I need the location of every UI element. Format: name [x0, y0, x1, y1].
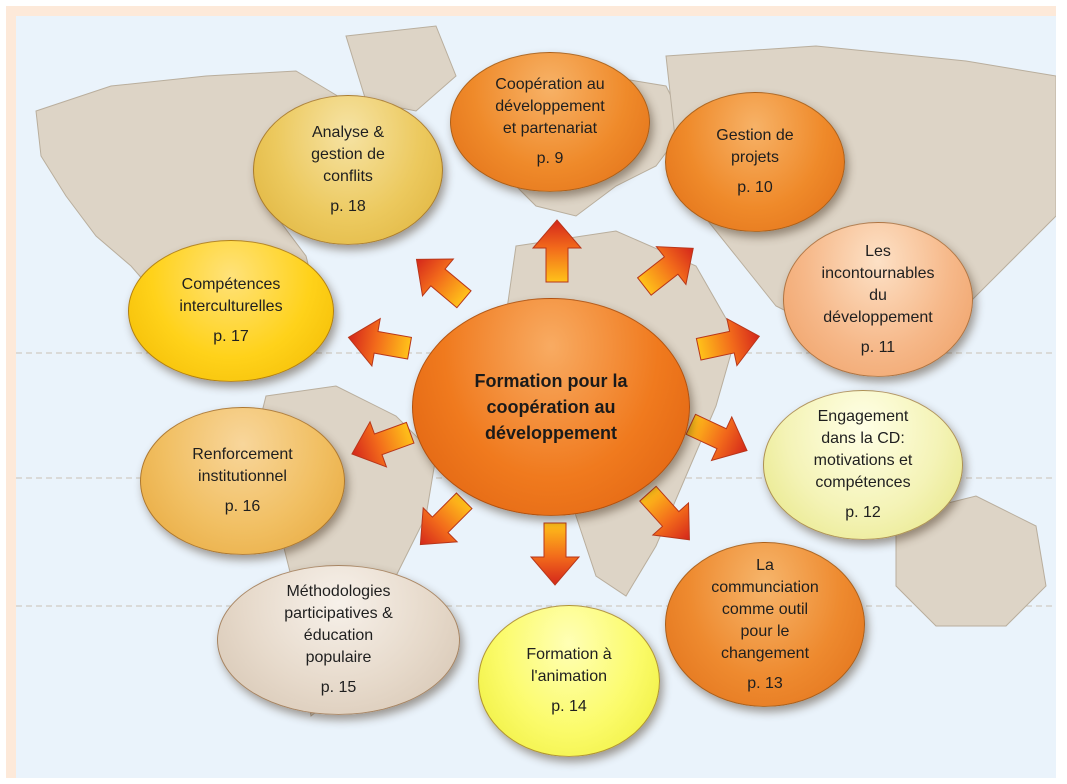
arrow-to-cooperation [531, 219, 583, 283]
arrow-to-incontournables [695, 317, 761, 367]
topic-label: Renforcement institutionnel [192, 446, 293, 485]
topic-cooperation[interactable]: Coopération au développement et partenar… [450, 52, 650, 192]
center-label: Formation pour la coopération au dévelop… [474, 371, 628, 443]
topic-methodologies[interactable]: Méthodologies participatives & éducation… [217, 565, 460, 715]
continent-australia [895, 495, 1047, 627]
topic-page: p. 17 [213, 328, 249, 345]
arrow-to-animation [529, 522, 581, 586]
topic-page: p. 12 [845, 504, 881, 521]
arrow-to-communication [639, 485, 690, 541]
topic-animation[interactable]: Formation à l'animation p. 14 [478, 605, 660, 757]
topic-page: p. 18 [330, 198, 366, 215]
topic-conflits[interactable]: Analyse & gestion de conflits p. 18 [253, 95, 443, 245]
topic-page: p. 14 [551, 698, 587, 715]
topic-label: Engagement dans la CD: motivations et co… [813, 408, 913, 491]
topic-label: Analyse & gestion de conflits [311, 124, 385, 185]
topic-page: p. 15 [320, 679, 357, 696]
arrow-to-engagement [685, 413, 748, 462]
topic-label: Compétences interculturelles [179, 276, 283, 315]
arrow-to-methodologies [419, 492, 473, 546]
topic-label: Méthodologies participatives & éducation… [284, 583, 393, 666]
topic-label: Gestion de projets [716, 127, 794, 166]
topic-label: Coopération au développement et partenar… [495, 76, 605, 137]
topic-page: p. 9 [536, 150, 564, 167]
arrow-to-interculturelles [347, 317, 413, 368]
topic-label: Les incontournables du développement [821, 242, 935, 326]
topic-engagement[interactable]: Engagement dans la CD: motivations et co… [763, 390, 963, 540]
arrow-to-gestion-projets [636, 246, 694, 296]
topic-gestion-projets[interactable]: Gestion de projets p. 10 [665, 92, 845, 232]
topic-page: p. 11 [860, 338, 896, 356]
topic-renforcement[interactable]: Renforcement institutionnel p. 16 [140, 407, 345, 555]
topic-label: Formation à l'animation [526, 646, 612, 685]
arrow-to-renforcement [351, 420, 415, 468]
topic-page: p. 10 [737, 179, 773, 196]
topic-label: La communciation comme outil pour le cha… [711, 556, 819, 662]
center-topic[interactable]: Formation pour la coopération au dévelop… [412, 298, 690, 516]
continent-greenland [345, 25, 457, 112]
topic-page: p. 13 [747, 674, 783, 692]
topic-incontournables[interactable]: Les incontournables du développement p. … [783, 222, 973, 377]
topic-interculturelles[interactable]: Compétences interculturelles p. 17 [128, 240, 334, 382]
arrow-to-conflits [415, 258, 472, 309]
topic-communication[interactable]: La communciation comme outil pour le cha… [665, 542, 865, 707]
topic-page: p. 16 [224, 498, 261, 515]
